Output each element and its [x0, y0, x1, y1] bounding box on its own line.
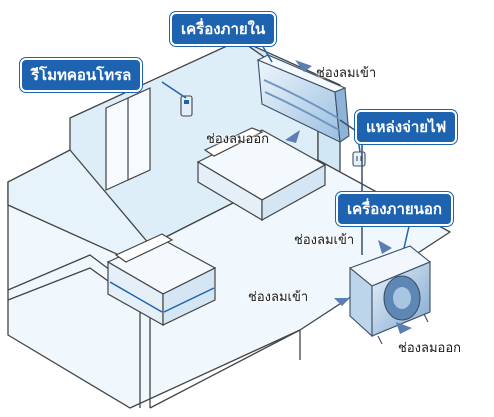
indoor-outlet-arrow-icon — [285, 130, 300, 143]
indoor-unit-callout: เครื่องภายใน — [170, 12, 277, 46]
remote-leader — [161, 81, 187, 99]
outdoor-unit-icon — [348, 245, 432, 345]
outdoor-inlet-top-label: ช่องลมเข้า — [294, 233, 355, 248]
outdoor-outlet-arrow-icon — [396, 322, 412, 334]
outdoor-inlet-left-arrow-icon — [334, 298, 350, 306]
front-wall — [149, 329, 301, 409]
window — [105, 87, 151, 191]
armchair-furniture — [106, 233, 217, 327]
indoor-air-outlet-label: ช่องลมออก — [206, 132, 270, 147]
indoor-unit-icon — [256, 54, 350, 143]
power-outlet-icon — [352, 151, 366, 167]
remote-controller-callout: รีโมทคอนโทรล — [20, 58, 143, 92]
indoor-inlet-arrow-icon — [295, 60, 312, 72]
indoor-leader — [261, 44, 273, 63]
outdoor-unit-callout: เครื่องภายนอก — [336, 192, 453, 226]
outdoor-outlet-label: ช่องลมออก — [398, 341, 462, 356]
airflow-arrows — [285, 60, 412, 334]
outdoor-leader — [403, 221, 411, 249]
remote-controller-icon — [180, 95, 193, 117]
indoor-air-inlet-label: ช่องลมเข้า — [316, 66, 377, 81]
bed-furniture — [196, 127, 327, 222]
power-supply-callout: แหล่งจ่ายไฟ — [355, 110, 458, 144]
outdoor-inlet-top-arrow-icon — [378, 240, 392, 254]
outdoor-inlet-left-label: ช่องลมเข้า — [248, 290, 309, 305]
